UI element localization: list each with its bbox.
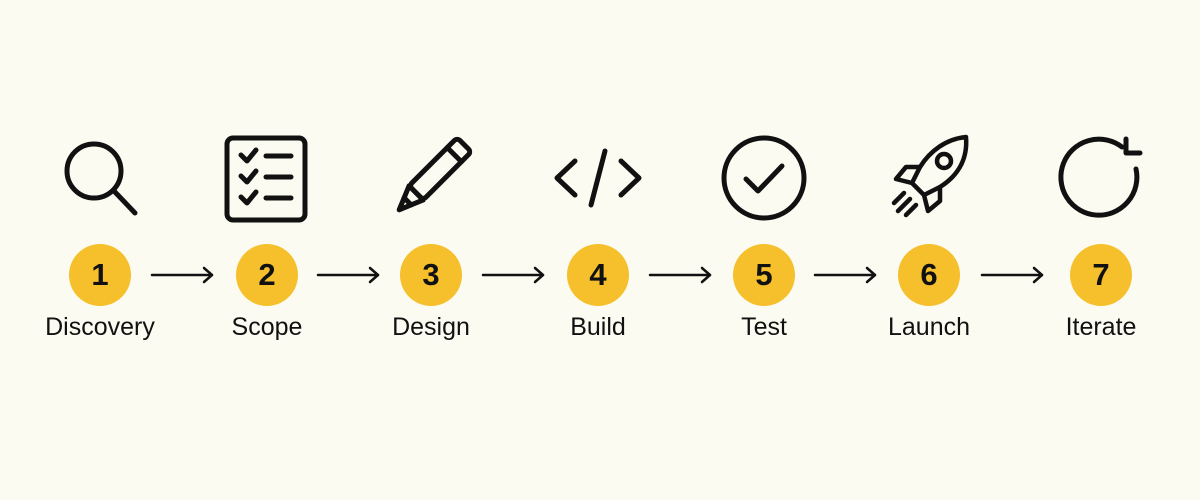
step-label: Launch	[887, 313, 971, 341]
arrow-right-icon	[150, 265, 218, 285]
step-discovery: 1 Discovery	[10, 0, 190, 500]
code-icon	[553, 133, 643, 223]
check-circle-icon	[719, 133, 809, 223]
step-launch: 6 Launch	[839, 0, 1019, 500]
arrow-right-icon	[481, 265, 549, 285]
step-build: 4 Build	[508, 0, 688, 500]
step-number-badge: 2	[236, 244, 298, 306]
step-number-badge: 5	[733, 244, 795, 306]
refresh-icon	[1056, 133, 1146, 223]
step-number-badge: 1	[69, 244, 131, 306]
step-label: Scope	[231, 313, 303, 341]
step-label: Design	[392, 313, 470, 341]
step-label: Discovery	[45, 313, 155, 341]
step-number-badge: 4	[567, 244, 629, 306]
step-label: Build	[570, 313, 626, 341]
step-iterate: 7 Iterate	[1011, 0, 1191, 500]
arrow-right-icon	[648, 265, 716, 285]
step-test: 5 Test	[674, 0, 854, 500]
step-label: Test	[741, 313, 787, 341]
step-scope: 2 Scope	[177, 0, 357, 500]
step-design: 3 Design	[341, 0, 521, 500]
step-number-badge: 7	[1070, 244, 1132, 306]
checklist-icon	[222, 133, 312, 223]
magnifier-icon	[55, 133, 145, 223]
step-label: Iterate	[1065, 313, 1137, 341]
step-number-badge: 3	[400, 244, 462, 306]
arrow-right-icon	[316, 265, 384, 285]
pencil-icon	[386, 133, 476, 223]
rocket-icon	[884, 133, 974, 223]
arrow-right-icon	[980, 265, 1048, 285]
step-number-badge: 6	[898, 244, 960, 306]
arrow-right-icon	[813, 265, 881, 285]
